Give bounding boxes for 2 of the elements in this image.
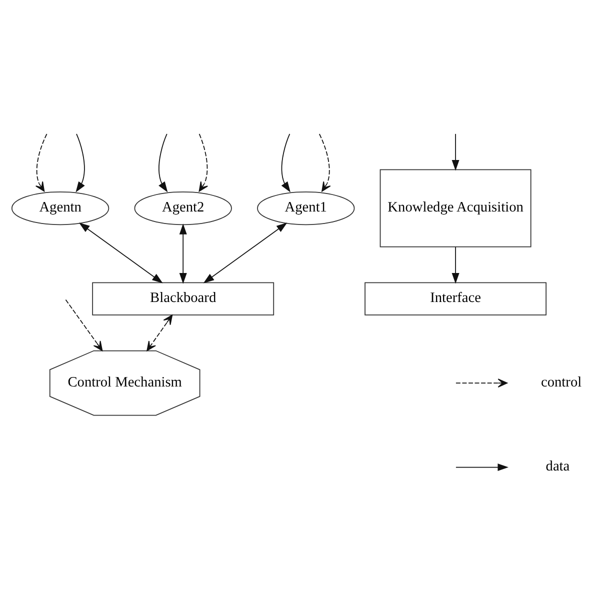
- legend-label: data: [546, 458, 570, 474]
- legend-label: control: [541, 374, 582, 390]
